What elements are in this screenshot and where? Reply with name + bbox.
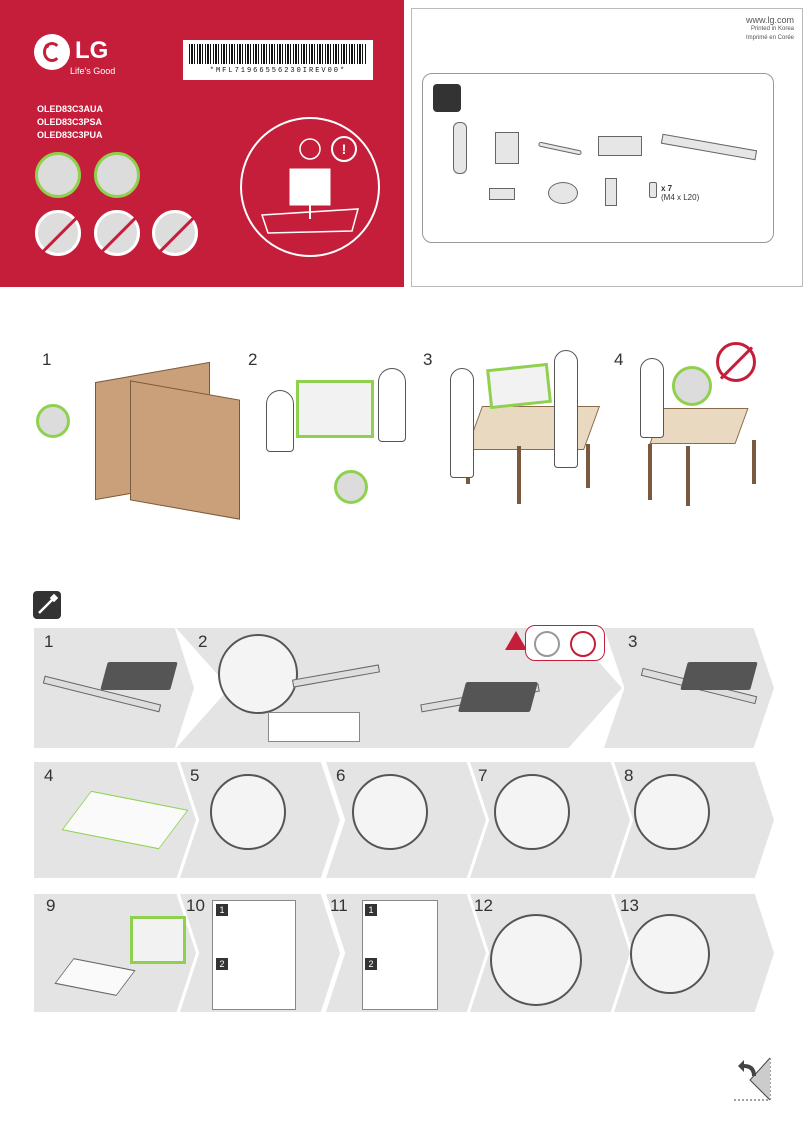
zoom-detail-icon [494,774,570,850]
unpack-step-number: 2 [248,350,258,369]
unpack-step-number: 1 [42,350,52,369]
printed-in-fr: Imprimé en Corée [745,35,794,41]
table-leg [648,444,652,500]
sub-step-badge: 1 [216,904,228,916]
do-hint-icon [672,366,712,406]
assembly-step-number: 3 [628,632,638,651]
screw-orientation-box [268,712,360,742]
printed-in-en: Printed in Korea [750,26,794,32]
brand-tagline: Life's Good [70,66,116,76]
sub-step-badge: 2 [216,958,228,970]
table-leg [586,444,590,488]
stand-base-illustration [680,662,758,690]
dont-hint-icon [35,210,81,256]
lg-logo-icon [34,34,70,70]
zoom-detail-icon [634,774,710,850]
stand-base-illustration [100,662,178,690]
tv-upright-illustration [130,916,186,964]
assembly-step-number: 10 [186,896,205,915]
contact-info: www.lg.com Printed in Korea Imprimé en C… [746,16,794,43]
lift-handle-icon [36,404,70,438]
tv-panel-illustration [486,362,552,410]
assembly-step-number: 12 [474,896,493,915]
screwdriver-icon [33,591,61,619]
stand-base-icon [598,136,642,156]
screws-label: x 7 (M4 x L20) [661,184,699,202]
barcode: *MFL71966556230IREV00* [183,40,373,80]
tv-box-illustration [130,380,240,520]
battery-icon [489,188,515,200]
zoom-detail-icon [352,774,428,850]
table-leg [686,446,690,506]
screws-qty: x 7 [661,184,673,193]
warning-triangle-icon [505,631,527,650]
unpack-step-number: 3 [423,350,433,369]
assembly-step-number: 5 [190,766,200,785]
power-cord-icon [548,182,578,204]
manual-icon [495,132,519,164]
unpack-step-number: 4 [614,350,624,369]
sub-step-badge: 2 [365,958,377,970]
table-illustration [465,406,601,450]
remote-icon [453,122,467,174]
cable-tie-icon [537,141,583,156]
model-list: OLED83C3AUA OLED83C3PSA OLED83C3PUA [37,103,103,142]
screw-icon [649,182,657,198]
screw-bad-icon [570,631,596,657]
zoom-detail-icon [218,634,298,714]
cable-holder-icon [605,178,617,206]
brand-name: LG [75,37,109,64]
assembly-step-number: 13 [620,896,639,915]
caution-illustration [240,117,380,257]
zoom-detail-icon [630,914,710,994]
zoom-detail-icon [210,774,286,850]
assembly-step-number: 7 [478,766,488,785]
included-parts-box: x 7 (M4 x L20) [422,73,774,243]
parts-panel: www.lg.com Printed in Korea Imprimé en C… [411,8,803,287]
table-leg [752,440,756,484]
assembly-step-number: 1 [44,632,54,651]
person-illustration [266,390,294,452]
assembly-step-number: 11 [330,896,348,915]
assembly-step-number: 2 [198,632,208,651]
barcode-text: *MFL71966556230IREV00* [209,67,347,75]
sub-step-badge: 1 [365,904,377,916]
person-illustration [378,368,406,442]
screws-spec: (M4 x L20) [661,193,700,202]
cover-panel: LG Life's Good *MFL71966556230IREV00* OL… [0,0,404,287]
dont-hint-icon [716,342,756,382]
person-illustration [554,350,578,468]
screw-ok-icon [534,631,560,657]
detail-panel [212,900,296,1010]
zoom-detail-icon [490,914,582,1006]
do-hint-icon [35,152,81,198]
person-illustration [640,358,664,438]
page-turn-icon [730,1056,776,1102]
zoom-detail-icon [334,470,368,504]
dont-hint-icon [94,210,140,256]
model-item: OLED83C3PSA [37,117,103,127]
detail-panel [362,900,438,1010]
model-item: OLED83C3AUA [37,104,104,114]
assembly-step-number: 9 [46,896,56,915]
assembly-step-number: 4 [44,766,54,785]
website-link: www.lg.com [745,15,794,25]
assembly-step-number: 6 [336,766,346,785]
do-hint-icon [94,152,140,198]
tv-panel-illustration [296,380,374,438]
table-leg [517,446,521,504]
stand-base-illustration [457,682,539,712]
dont-hint-icon [152,210,198,256]
table-illustration [649,408,749,444]
stand-bar-icon [660,133,758,161]
model-item: OLED83C3PUA [37,130,103,140]
screw-caution-box [525,625,605,661]
assembly-step-number: 8 [624,766,634,785]
person-illustration [450,368,474,478]
warning-icon: ! [331,136,357,162]
package-icon [433,84,461,112]
